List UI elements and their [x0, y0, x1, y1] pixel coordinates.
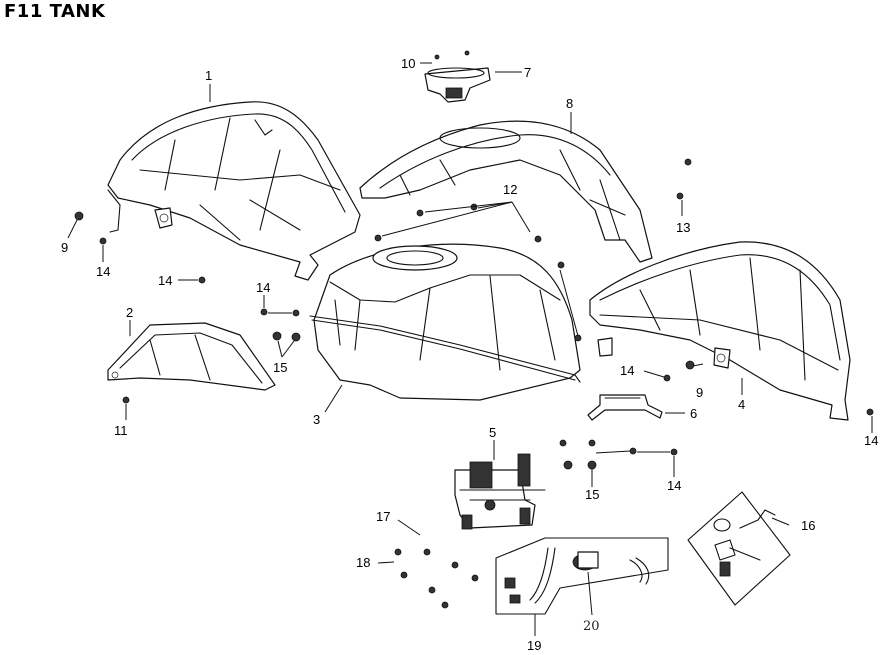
callout-7: 7	[524, 65, 531, 80]
callout-15-a: 15	[273, 360, 287, 375]
callout-2: 2	[126, 305, 133, 320]
callout-14-d: 14	[620, 363, 634, 378]
callout-15-b: 15	[585, 487, 599, 502]
callout-20: 20	[583, 619, 600, 634]
callout-labels: 1 2 3 4 5 6 7 8 9 9 10 11 12 13 14 14 14…	[61, 56, 878, 653]
callout-5: 5	[489, 425, 496, 440]
callout-14-b: 14	[158, 273, 172, 288]
callout-14-e: 14	[864, 433, 878, 448]
callout-9-left: 9	[61, 240, 68, 255]
part-19-20-hoses-box	[495, 537, 669, 615]
part-7-fuel-cap	[424, 67, 491, 103]
callout-10: 10	[401, 56, 415, 71]
callout-17: 17	[376, 509, 390, 524]
callout-16: 16	[801, 518, 815, 533]
part-6-bracket	[587, 394, 663, 421]
part-2-small-cover	[107, 322, 276, 391]
callout-3: 3	[313, 412, 320, 427]
fasteners	[74, 50, 874, 609]
callout-18: 18	[356, 555, 370, 570]
callout-12: 12	[503, 182, 517, 197]
part-5-valve-assembly	[454, 453, 546, 530]
part-3-fuel-tank	[309, 243, 581, 401]
callout-1: 1	[205, 68, 212, 83]
callout-19: 19	[527, 638, 541, 653]
callout-14-f: 14	[667, 478, 681, 493]
diagram-title: F11 TANK	[4, 1, 106, 22]
part-4-right-tank-cover	[589, 241, 851, 421]
callout-8: 8	[566, 96, 573, 111]
callout-14-a: 14	[96, 264, 110, 279]
part-8-upper-tank-cover	[359, 120, 653, 263]
part-16-fuel-pump-box	[687, 491, 791, 606]
callout-6: 6	[690, 406, 697, 421]
callout-14-c: 14	[256, 280, 270, 295]
callout-11: 11	[114, 423, 128, 438]
callout-9-right: 9	[696, 385, 703, 400]
leader-lines	[67, 62, 873, 636]
callout-13: 13	[676, 220, 690, 235]
callout-4: 4	[738, 397, 745, 412]
part-1-left-tank-cover	[107, 101, 361, 281]
